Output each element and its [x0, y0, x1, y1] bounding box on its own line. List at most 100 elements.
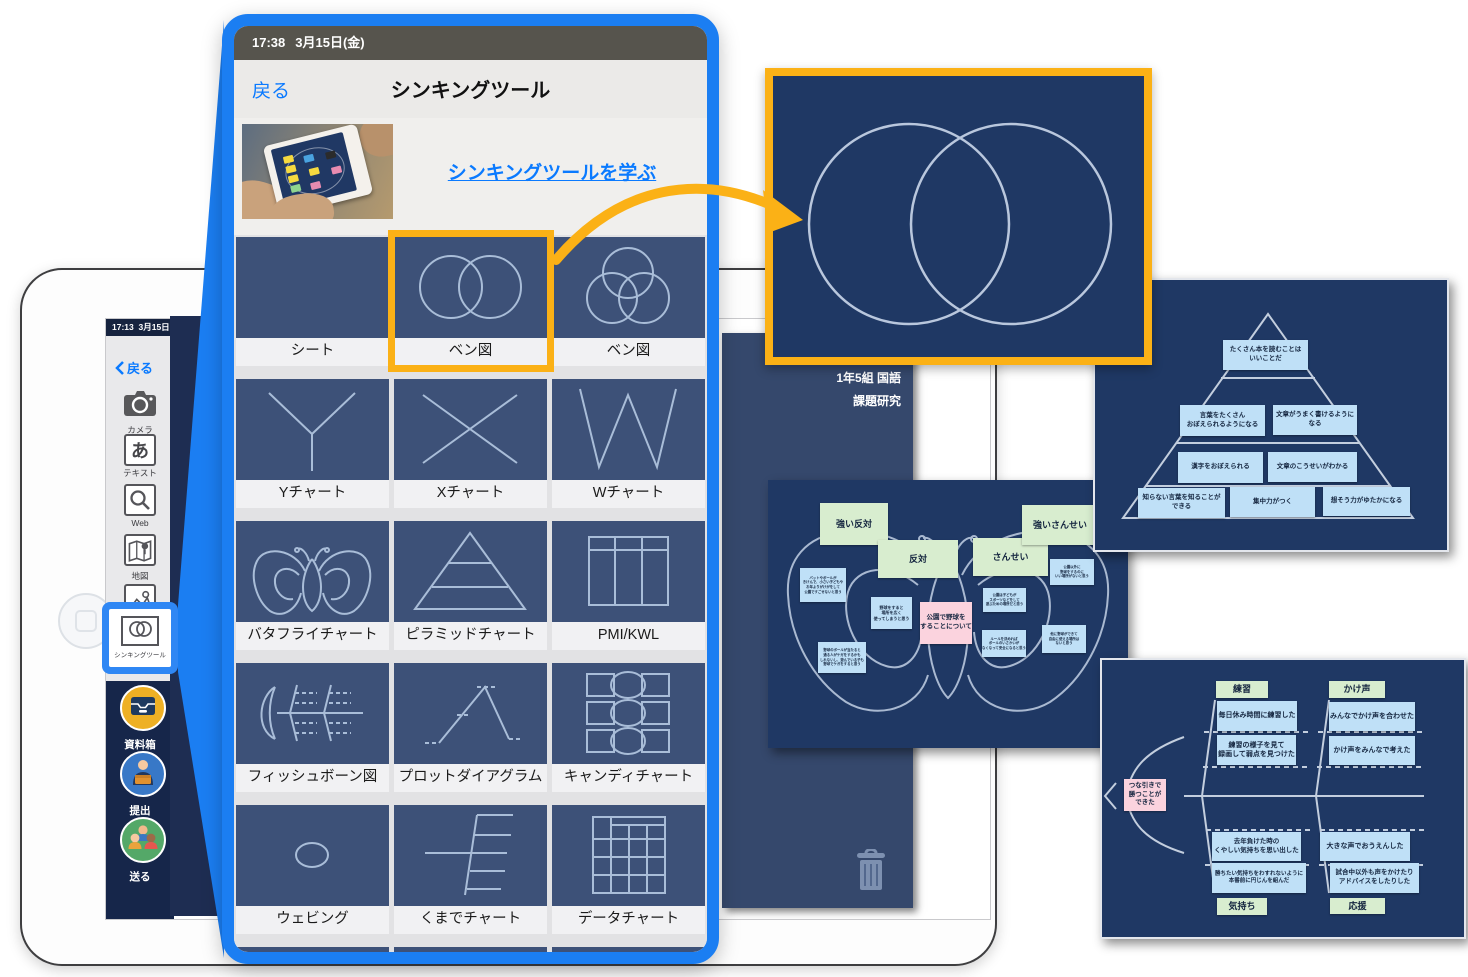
action-label: 提出: [129, 805, 151, 817]
plot-diagram-icon: [394, 663, 547, 764]
tool-tile-pyramid[interactable]: ピラミッドチャート: [394, 521, 547, 650]
x-chart-icon: [394, 379, 547, 480]
popup-title: シンキングツール: [390, 80, 551, 102]
tool-tile-candy[interactable]: キャンディチャート: [552, 663, 705, 792]
category-note: かけ声: [1329, 681, 1385, 698]
sticky-note: 集中力がつく: [1230, 487, 1315, 517]
sticky-note-head: つな引きで 勝つことが できた: [1124, 779, 1166, 811]
pmi-table-icon: [552, 521, 705, 622]
sidebar-item-thinking-tool[interactable]: シンキングツール: [102, 602, 178, 674]
tool-tile-wchart[interactable]: Wチャート: [552, 379, 705, 508]
action-okuru[interactable]: [120, 817, 166, 863]
tool-tile-fishbone[interactable]: フィッシュボーン図: [236, 663, 389, 792]
popup-header: 戻る シンキングツール: [234, 60, 707, 119]
sticky-note: 言葉をたくさん おぼえられるようになる: [1180, 405, 1265, 436]
webbing-icon: [236, 805, 389, 906]
tool-tile-venn2[interactable]: ベン図: [394, 237, 547, 366]
sticky-note: 漢字をおぼえられる: [1178, 452, 1263, 483]
tool-tile-partial[interactable]: [236, 947, 389, 952]
sticky-note: さんせい: [973, 538, 1048, 576]
tool-tile-butterfly[interactable]: バタフライチャート: [236, 521, 389, 650]
pyramid-chart-icon: [394, 521, 547, 622]
fishbone-outline: [1103, 699, 1426, 894]
text-icon: あ: [124, 434, 156, 466]
learn-link[interactable]: シンキングツールを学ぶ: [447, 163, 657, 184]
submit-person-icon: [128, 757, 158, 792]
sticky-note: 知らない言葉を知ることが できる: [1138, 488, 1225, 518]
category-note: 気持ち: [1217, 898, 1267, 915]
example-pyramid-chart: たくさん本を読むことは いいことだ 言葉をたくさん おぼえられるようになる 文章…: [1093, 278, 1449, 552]
example-fishbone-chart: つな引きで 勝つことが できた 練習 かけ声 気持ち 応援 毎日休み時間に練習し…: [1100, 658, 1466, 939]
tool-grid: シート ベン図 ベン図 Yチャート: [234, 235, 707, 952]
map-icon: [124, 534, 156, 566]
venn-diagram-preview: [765, 68, 1152, 365]
sticky-note: 去年負けた時の くやしい気持ちを思い出した: [1212, 832, 1301, 861]
inbox-icon: [128, 691, 158, 726]
tool-tile-webbing[interactable]: ウェビング: [236, 805, 389, 934]
y-chart-icon: [236, 379, 389, 480]
sticky-note: みんなでかけ声を合わせた: [1329, 702, 1415, 731]
home-button-glyph: [75, 610, 97, 632]
venn-circles: [807, 122, 1113, 326]
back-button[interactable]: 戻る: [252, 81, 291, 102]
learn-row: シンキングツールを学ぶ: [234, 118, 707, 235]
tool-tile-partial[interactable]: [394, 947, 547, 952]
camera-icon: [122, 391, 158, 422]
trash-icon[interactable]: [854, 847, 888, 893]
tool-tile-pmi-kwl[interactable]: PMI/KWL: [552, 521, 705, 650]
sidebar-item-web[interactable]: Web: [106, 484, 174, 528]
chevron-left-icon: [115, 360, 124, 375]
sticky-note: 想そう力がゆたかになる: [1323, 487, 1410, 516]
sidebar-item-text[interactable]: あ テキスト: [106, 434, 174, 479]
tool-tile-plot-diagram[interactable]: プロットダイアグラム: [394, 663, 547, 792]
pyramid-outline: [1121, 312, 1415, 519]
sticky-note: 強いさんせい: [1022, 505, 1098, 545]
candy-chart-icon: [552, 663, 705, 764]
sticky-note: 野球をすると 場所を広く 使ってしまうと思う: [871, 597, 912, 629]
data-chart-icon: [552, 805, 705, 906]
example-butterfly-chart: 強い反対 反対 さんせい 強いさんせい 公園で野球を することについて バットや…: [768, 480, 1128, 748]
action-shiryobako[interactable]: [120, 685, 166, 731]
tool-tile-partial[interactable]: [552, 947, 705, 952]
search-icon: [124, 484, 156, 516]
sticky-note: 試合中以外も声をかけたり アドバイスをしたりした: [1330, 863, 1419, 893]
people-icon: [127, 823, 159, 858]
rake-chart-icon: [394, 805, 547, 906]
tool-tile-xchart[interactable]: Xチャート: [394, 379, 547, 508]
sticky-note: 文章がうまく書けるように なる: [1273, 405, 1357, 435]
sticky-note: 大きな声でおうえんした: [1320, 832, 1410, 861]
venn3-icon: [552, 237, 705, 338]
sticky-note: 野球のボールが当たると 通る人がケガをするかも しれないし、遊んでいる子も 野球…: [818, 642, 866, 673]
sticky-note: 勝ちたい気持ちをわすれないように 本番前に円じんを組んだ: [1212, 863, 1306, 893]
w-chart-icon: [552, 379, 705, 480]
category-note: 応援: [1330, 898, 1385, 914]
device-back-button[interactable]: 戻る: [115, 358, 153, 377]
action-label: 送る: [129, 871, 151, 883]
sticky-note: たくさん本を読むことは いいことだ: [1223, 340, 1308, 370]
card-title: 1年5組 国語 課題研究: [836, 371, 901, 408]
tool-tile-rake[interactable]: くまでチャート: [394, 805, 547, 934]
sticky-note: 公園以外に 野球をするのに いい場所がないと思う: [1050, 559, 1094, 585]
tool-tile-ychart[interactable]: Yチャート: [236, 379, 389, 508]
tutorial-photo: [242, 124, 393, 219]
sticky-note: 他に野球ができて 自由に使える場所は ないと思う: [1042, 625, 1086, 653]
tool-tile-venn3[interactable]: ベン図: [552, 237, 705, 366]
sticky-note: 練習の様子を見て 録画して弱点を見つけた: [1217, 735, 1296, 765]
tool-tile-data-chart[interactable]: データチャート: [552, 805, 705, 934]
sticky-note: 強い反対: [820, 503, 888, 545]
category-note: 練習: [1216, 681, 1268, 698]
sticky-note: かけ声をみんなで考えた: [1329, 736, 1415, 765]
butterfly-chart-icon: [236, 521, 389, 622]
sheet-icon: [236, 237, 389, 338]
sidebar-item-map[interactable]: 地図: [106, 534, 174, 582]
sticky-note: バットやボールが きけんで、小さい子どもや お年よりがけがをして 公園ですごせな…: [800, 568, 846, 602]
sidebar-item-camera[interactable]: カメラ: [106, 388, 174, 436]
action-teishutsu[interactable]: [120, 751, 166, 797]
sticky-note: 毎日休み時間に練習した: [1217, 701, 1297, 731]
sticky-note-topic: 公園で野球を することについて: [920, 602, 972, 644]
sticky-note: ルールを決めれば ボールのいさかいが なくなって安全になると思う: [982, 630, 1026, 657]
tool-tile-sheet[interactable]: シート: [236, 237, 389, 366]
